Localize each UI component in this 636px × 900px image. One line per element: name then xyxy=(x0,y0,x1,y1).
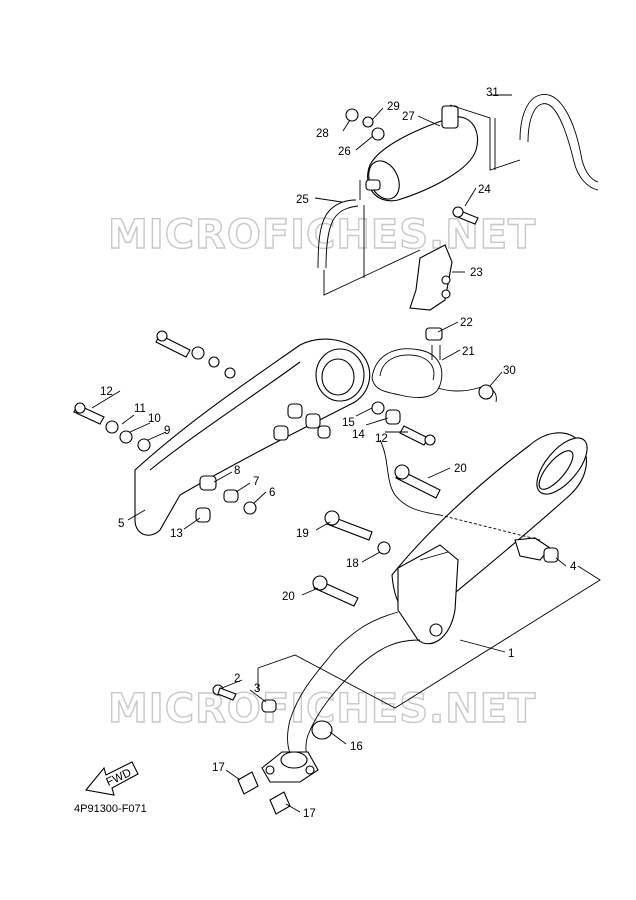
callout-24: 24 xyxy=(478,184,491,196)
callout-16: 16 xyxy=(350,741,363,753)
callout-17-left: 17 xyxy=(212,762,225,774)
callout-29: 29 xyxy=(387,101,400,113)
callout-28: 28 xyxy=(316,128,329,140)
callout-26: 26 xyxy=(338,146,351,158)
callout-20-top: 20 xyxy=(454,463,467,475)
callout-8: 8 xyxy=(234,465,240,477)
figure-code: 4P91300-F071 xyxy=(74,803,147,815)
air-induction-system xyxy=(317,94,599,541)
callout-labels: 31 29 27 28 26 25 24 23 22 21 30 12 11 1… xyxy=(100,87,577,820)
callout-5: 5 xyxy=(118,518,124,530)
callout-18: 18 xyxy=(346,558,359,570)
fasteners-protector xyxy=(73,330,436,523)
callout-23: 23 xyxy=(470,267,483,279)
callout-12-right: 12 xyxy=(375,433,388,445)
callout-1: 1 xyxy=(508,648,514,660)
callout-9: 9 xyxy=(164,425,170,437)
fwd-label: FWD xyxy=(104,767,133,789)
callout-2: 2 xyxy=(234,673,240,685)
callout-27: 27 xyxy=(402,111,415,123)
callout-14: 14 xyxy=(352,429,365,441)
callout-22: 22 xyxy=(460,317,473,329)
callout-4: 4 xyxy=(570,561,577,573)
callout-25: 25 xyxy=(296,194,309,206)
callout-19: 19 xyxy=(296,528,309,540)
callout-3: 3 xyxy=(254,683,260,695)
callout-10: 10 xyxy=(148,413,161,425)
callout-31: 31 xyxy=(486,87,499,99)
muffler-assembly xyxy=(261,432,588,783)
callout-7: 7 xyxy=(253,476,259,488)
callout-6: 6 xyxy=(269,487,275,499)
callout-12-left: 12 xyxy=(100,386,113,398)
leader-lines xyxy=(91,94,601,813)
callout-17-right: 17 xyxy=(303,808,316,820)
fwd-arrow-icon: FWD xyxy=(84,761,139,796)
callout-21: 21 xyxy=(462,346,475,358)
callout-30: 30 xyxy=(503,365,516,377)
callout-11: 11 xyxy=(134,403,146,415)
heat-protector xyxy=(134,338,371,536)
callout-13: 13 xyxy=(170,528,183,540)
fasteners-muffler xyxy=(212,464,559,815)
callout-15: 15 xyxy=(342,417,355,429)
callout-20-bottom: 20 xyxy=(282,591,295,603)
